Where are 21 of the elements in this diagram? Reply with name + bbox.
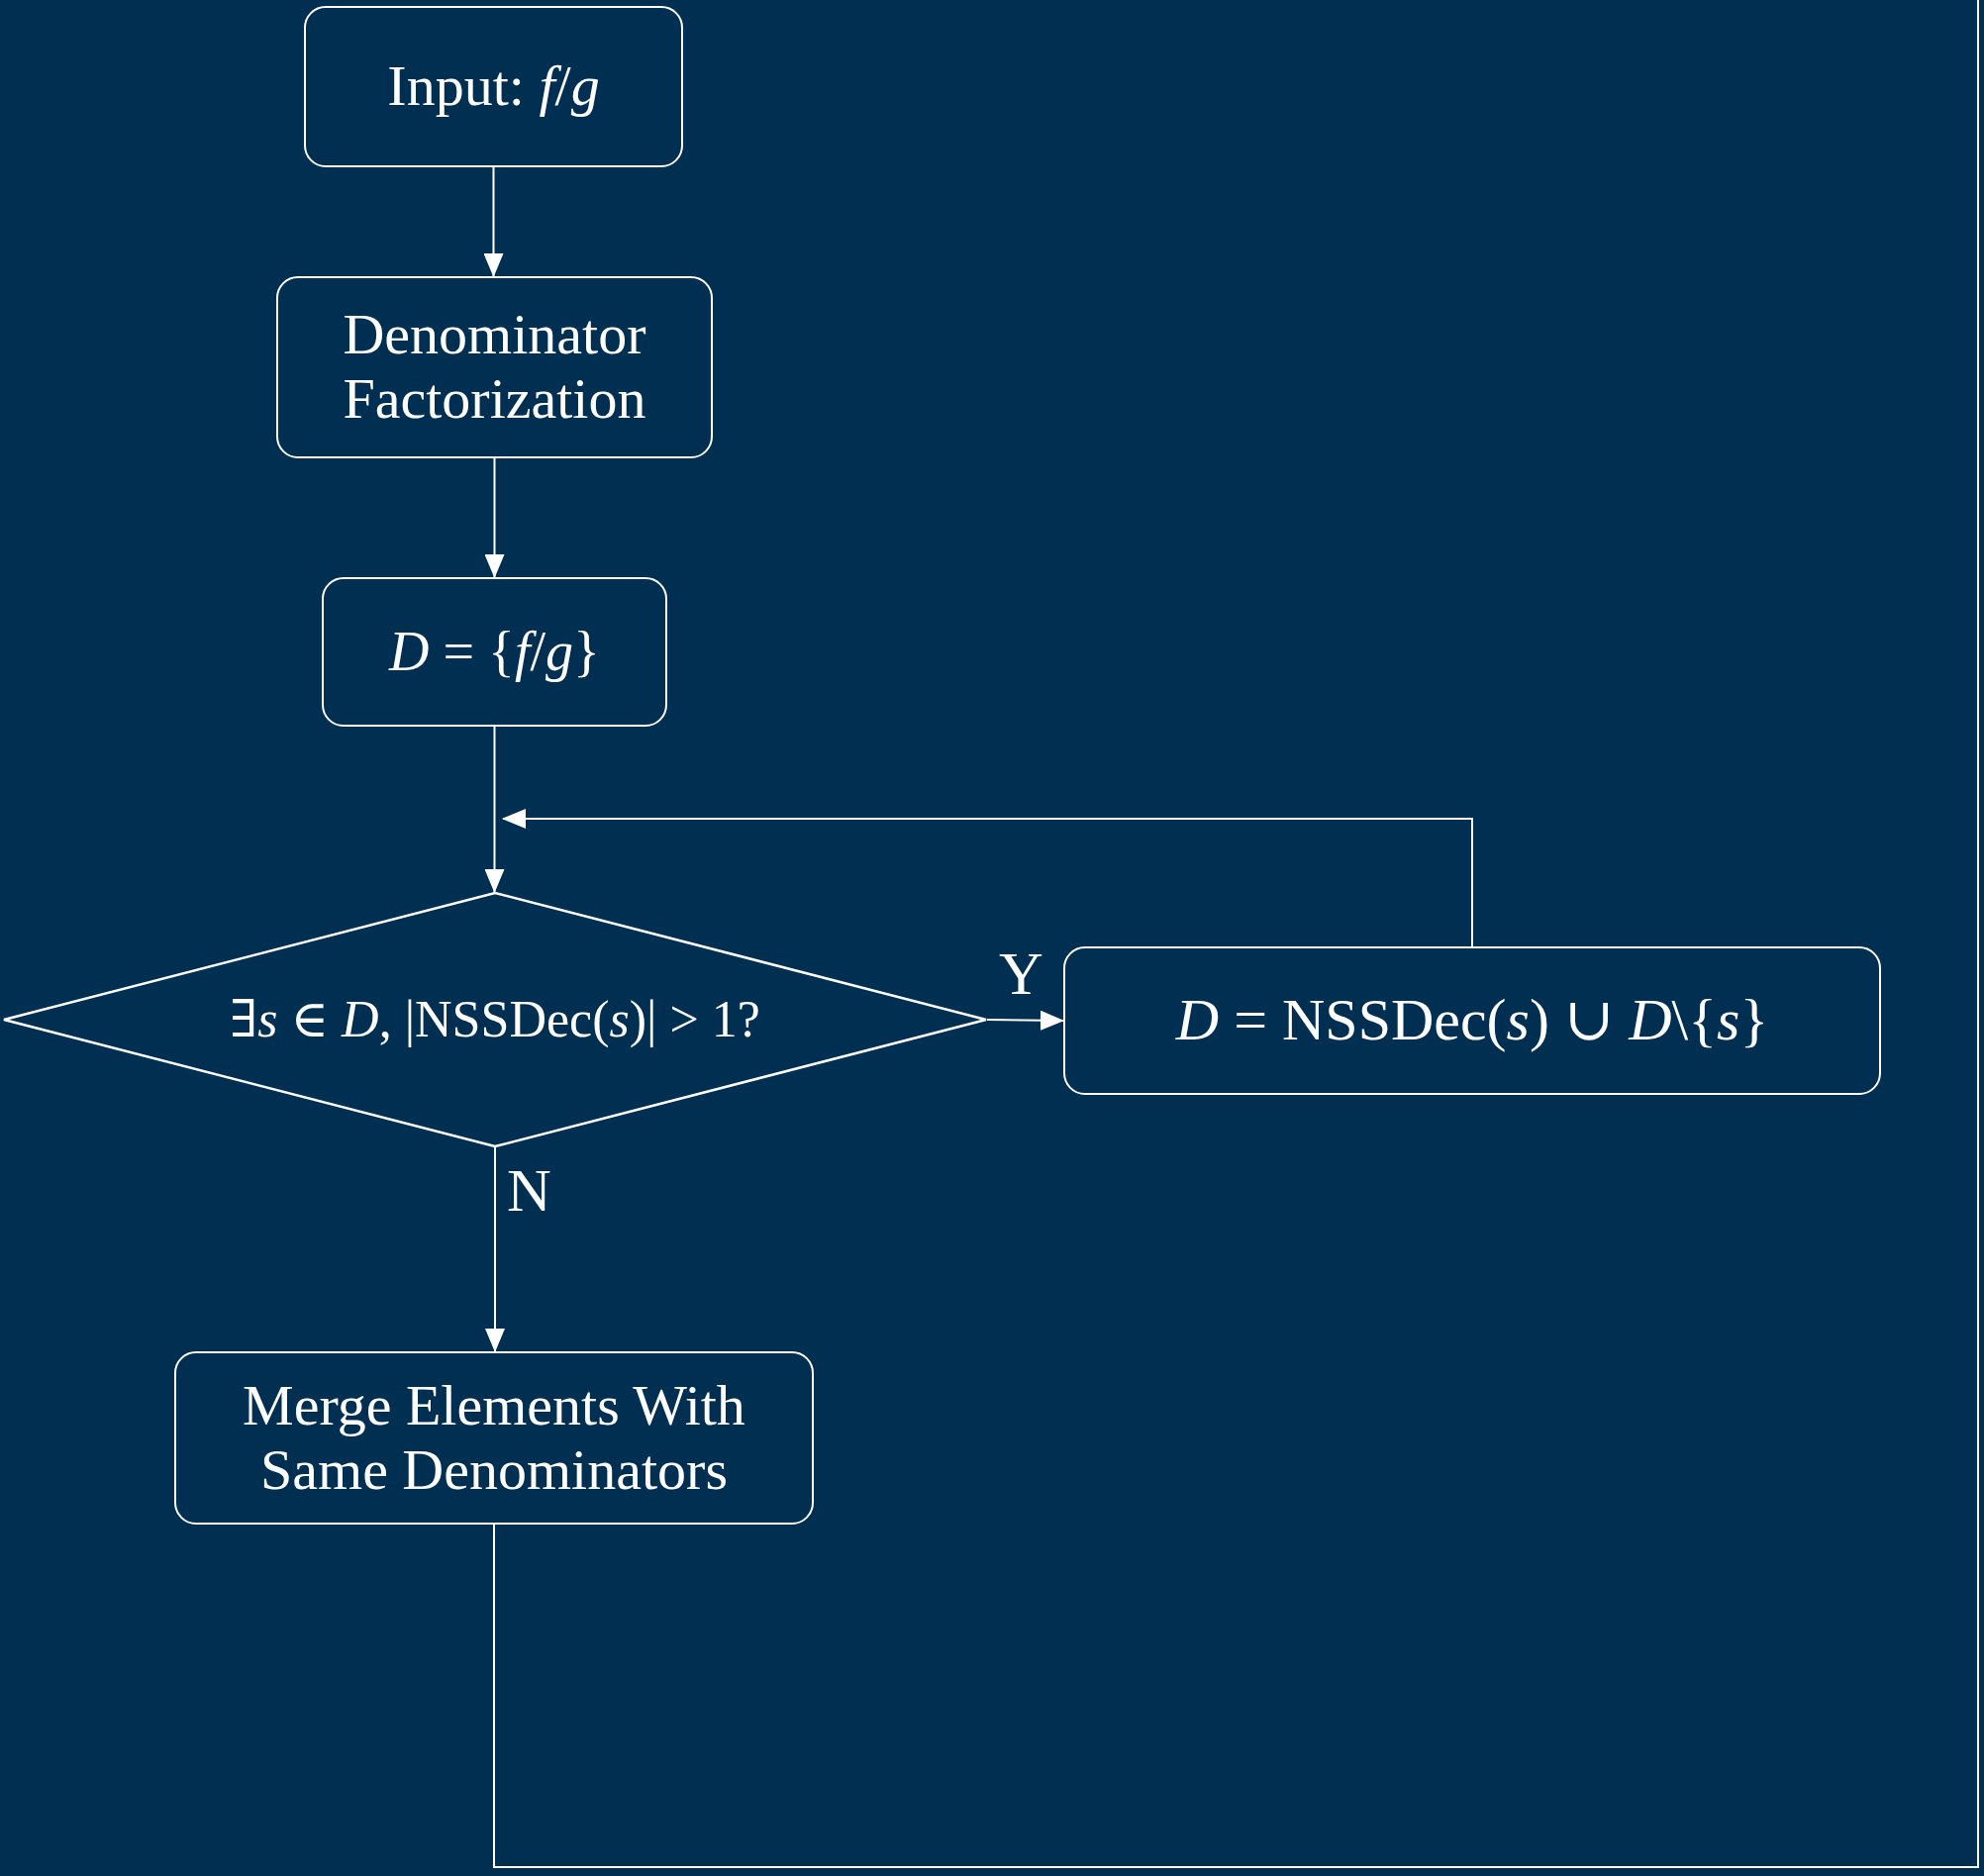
node-text: D = {f/g}: [389, 621, 600, 683]
node-text: ∃s ∈ D, |NSSDec(s)| > 1?: [230, 990, 760, 1049]
node-text: Merge Elements With Same Denominators: [242, 1373, 746, 1503]
edge-label: Y: [999, 942, 1043, 1004]
arrow: [484, 457, 505, 578]
process-box: [304, 6, 683, 167]
node-text: Input: f/g: [387, 54, 600, 119]
process-box: [1063, 946, 1881, 1095]
arrow: [483, 166, 504, 277]
arrow: [485, 1146, 505, 1352]
connector-line: [493, 0, 1979, 1868]
decision-diamond: [3, 892, 987, 1147]
loop-arrow: [502, 809, 1473, 947]
node-text: D = NSSDec(s) ∪ D\{s}: [1175, 987, 1769, 1054]
arrow: [986, 1010, 1064, 1031]
edge-label: N: [507, 1159, 551, 1221]
arrow: [484, 726, 505, 893]
process-box: [322, 577, 667, 727]
node-text: Denominator Factorization: [342, 303, 647, 432]
process-box: [276, 276, 713, 458]
process-box: [174, 1351, 814, 1525]
